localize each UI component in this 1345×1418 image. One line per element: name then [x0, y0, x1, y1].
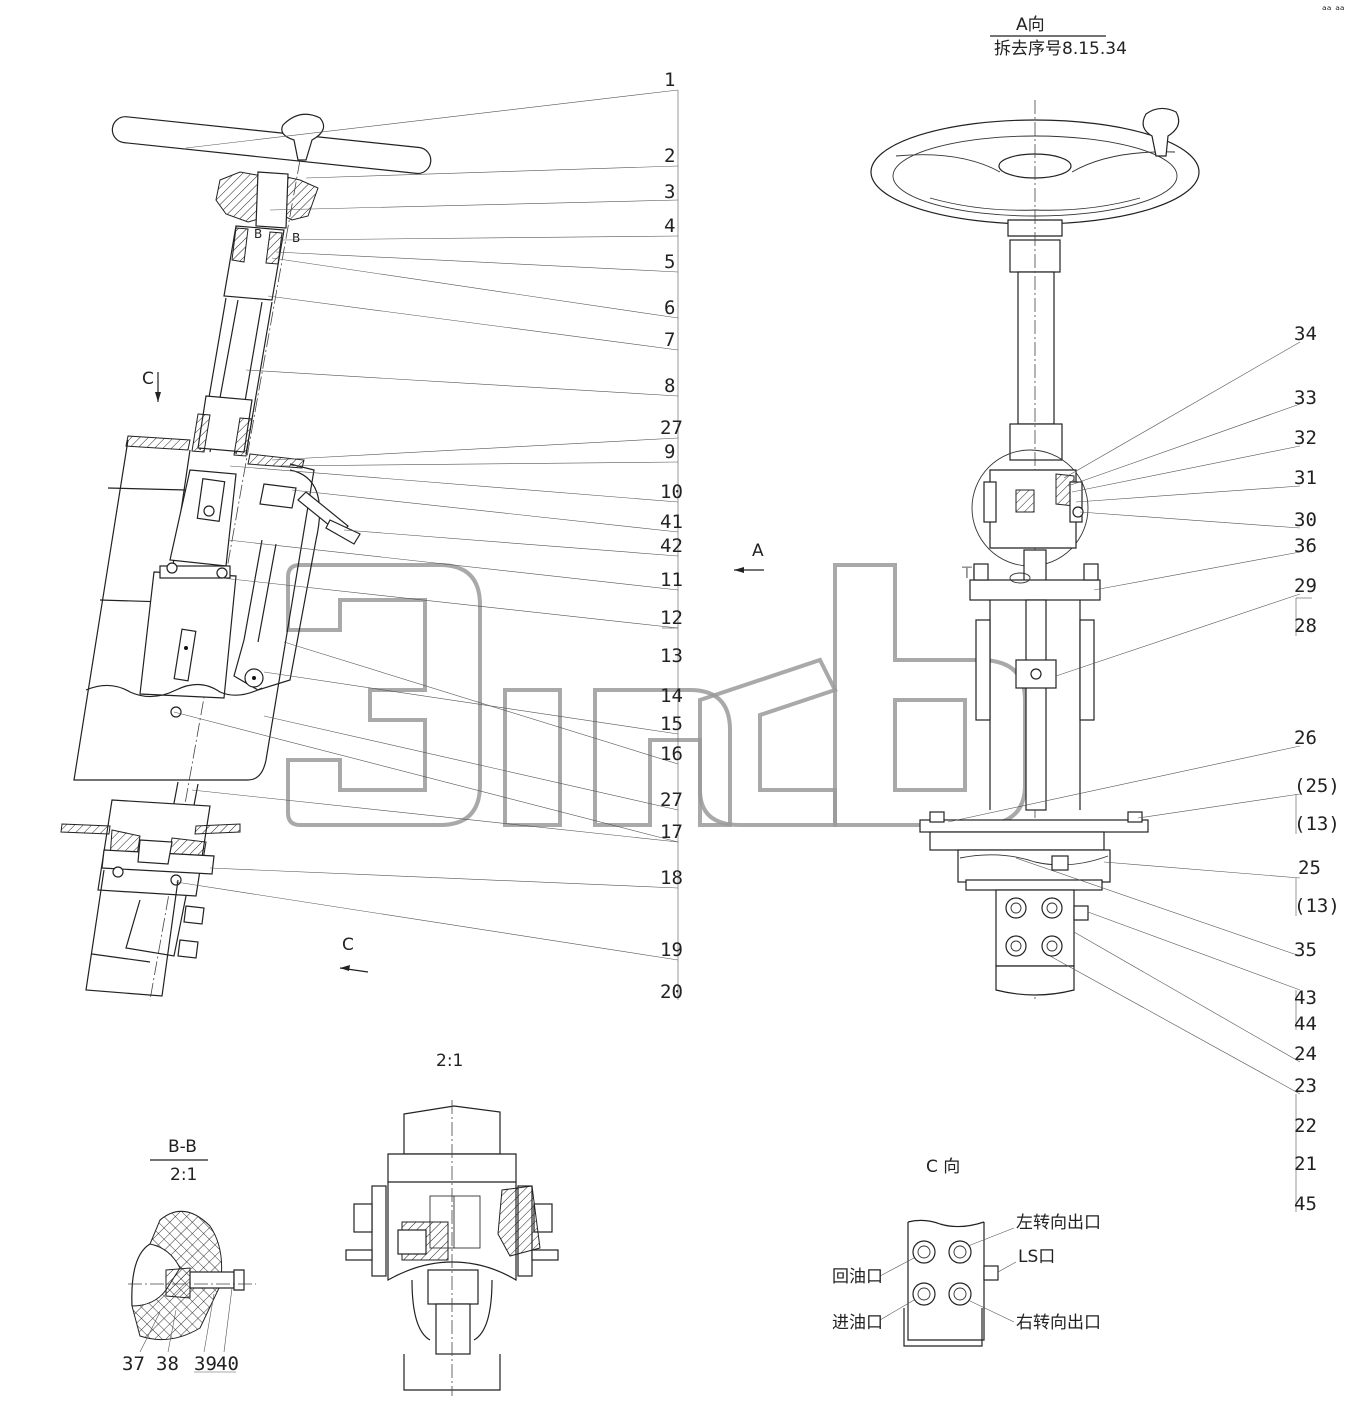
- callout-label: 1: [664, 69, 675, 91]
- port-return-label: 回油口: [832, 1267, 883, 1287]
- callout-label: 22: [1294, 1115, 1317, 1137]
- callout-label: 34: [1294, 323, 1317, 345]
- callout-label: 29: [1294, 575, 1317, 597]
- section-bb: B-B 2:1 37 38 39 40: [122, 1137, 256, 1375]
- watermark-logo: TM: [286, 563, 1027, 827]
- callout-label: 19: [660, 939, 683, 961]
- view-a-subtitle: 拆去序号8.15.34: [994, 39, 1127, 59]
- view-c-title: C 向: [926, 1157, 960, 1177]
- section-bb-title: B-B: [168, 1137, 197, 1157]
- port-inlet-icon: [912, 1282, 936, 1306]
- view-c-marker-top: C: [142, 369, 154, 389]
- callout-label: 16: [660, 743, 683, 765]
- callout-label: 11: [660, 569, 683, 591]
- detail-view: 2:1: [345, 1051, 559, 1396]
- callout-label: 20: [660, 981, 683, 1003]
- corner-mark: ᵃᵃ ᵃᵃᵃ: [1322, 3, 1345, 17]
- callout-label: 45: [1294, 1193, 1317, 1215]
- callout-label: 6: [664, 297, 675, 319]
- callout-label: 15: [660, 713, 683, 735]
- callout-label: 5: [664, 251, 675, 273]
- callout-label: 31: [1294, 467, 1317, 489]
- callout-label: 38: [156, 1353, 179, 1375]
- view-a-header: A向 拆去序号8.15.34 A: [734, 15, 1127, 573]
- port-right-out-label: 右转向出口: [1016, 1313, 1101, 1333]
- callout-label: 32: [1294, 427, 1317, 449]
- section-bb-scale: 2:1: [170, 1165, 197, 1185]
- section-bb-marker: B: [254, 227, 262, 241]
- callout-label: (25): [1294, 775, 1340, 797]
- view-a: [870, 100, 1200, 1000]
- side-view: [60, 113, 432, 1001]
- callout-label: 35: [1294, 939, 1317, 961]
- side-view-leaders: [173, 89, 679, 1000]
- port-left-out-label: 左转向出口: [1016, 1213, 1101, 1233]
- callout-label: 44: [1294, 1013, 1317, 1035]
- callout-label: 37: [122, 1353, 145, 1375]
- callout-label: 9: [664, 441, 675, 463]
- callout-label: 14: [660, 685, 683, 707]
- callout-label: 8: [664, 375, 675, 397]
- callout-label: 27: [660, 417, 683, 439]
- callout-label: (13): [1294, 895, 1340, 917]
- view-a-arrow-label: A: [752, 541, 764, 561]
- callout-label: 41: [660, 511, 683, 533]
- view-a-callouts: 34 33 32 31 30 36 29 28 26 (25) (13) 25 …: [1294, 323, 1340, 1215]
- port-right-out-icon: [948, 1282, 972, 1306]
- callout-label: 7: [664, 329, 675, 351]
- callout-label: 13: [660, 645, 683, 667]
- callout-label: 10: [660, 481, 683, 503]
- view-c-markers: C C: [142, 369, 369, 973]
- port-return-icon: [912, 1240, 936, 1264]
- callout-label: 3: [664, 181, 675, 203]
- view-a-leaders: [947, 341, 1312, 1212]
- callout-label: 40: [216, 1353, 239, 1375]
- port-ls-icon: [983, 1265, 999, 1281]
- callout-label: 17: [660, 821, 683, 843]
- callout-label: 43: [1294, 987, 1317, 1009]
- callout-label: 12: [660, 607, 683, 629]
- side-view-callouts: 1 2 3 4 5 6 7 8 27 9 10 41 42 11 12 13 1…: [660, 69, 683, 1003]
- port-left-out-icon: [948, 1240, 972, 1264]
- port-inlet-label: 进油口: [832, 1313, 883, 1333]
- view-c: C 向 回油口 进油口 左转向出口 LS口 右转向出口: [832, 1157, 1101, 1347]
- callout-label: 18: [660, 867, 683, 889]
- callout-label: 33: [1294, 387, 1317, 409]
- port-ls-label: LS口: [1018, 1247, 1055, 1267]
- callout-label: 26: [1294, 727, 1317, 749]
- callout-label: 28: [1294, 615, 1317, 637]
- callout-label: 42: [660, 535, 683, 557]
- view-a-title: A向: [1016, 15, 1045, 35]
- callout-label: (13): [1294, 813, 1340, 835]
- callout-label: 30: [1294, 509, 1317, 531]
- callout-label: 39: [194, 1353, 217, 1375]
- callout-label: 27: [660, 789, 683, 811]
- section-bb-marker: B: [292, 231, 300, 245]
- callout-label: 21: [1294, 1153, 1317, 1175]
- callout-label: 23: [1294, 1075, 1317, 1097]
- callout-label: 25: [1298, 857, 1321, 879]
- callout-label: 24: [1294, 1043, 1317, 1065]
- detail-scale-label: 2:1: [436, 1051, 463, 1071]
- callout-label: 36: [1294, 535, 1317, 557]
- callout-label: 2: [664, 145, 675, 167]
- callout-label: 4: [664, 215, 675, 237]
- view-c-arrow-label: C: [342, 935, 354, 955]
